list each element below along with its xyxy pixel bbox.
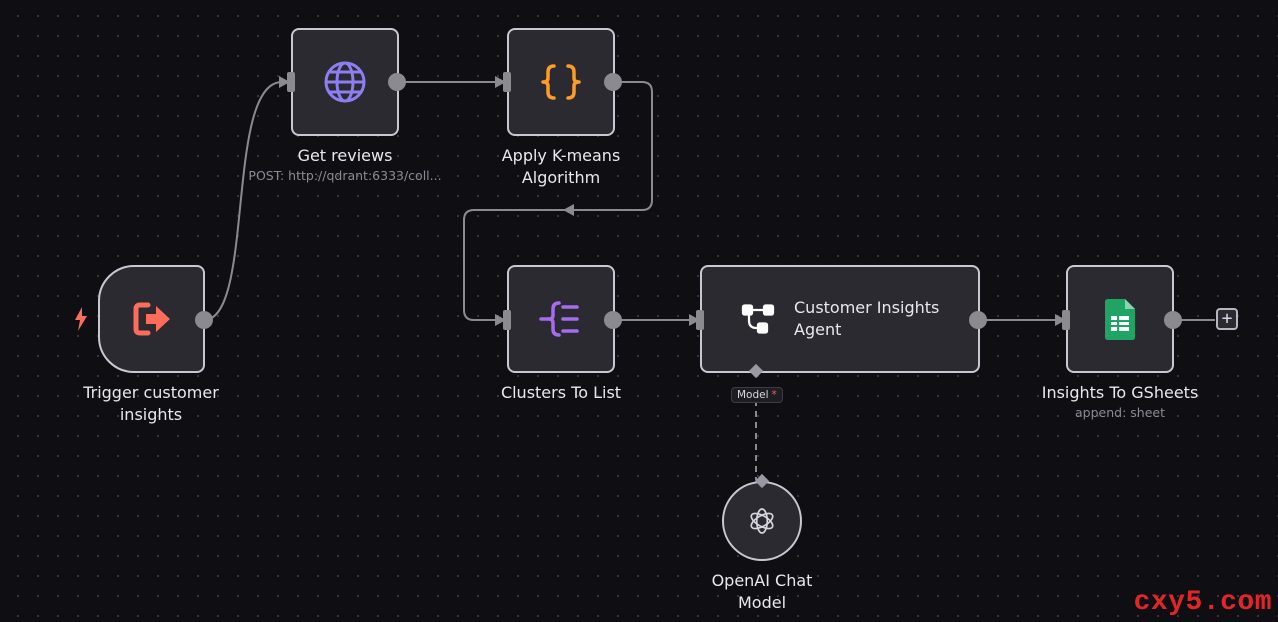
agent-input-port[interactable] <box>696 310 704 330</box>
trigger-output-port[interactable] <box>195 311 213 329</box>
customer-insights-agent-title: Customer Insights Agent <box>794 298 940 339</box>
apply-kmeans-node-label: Apply K-means Algorithm <box>501 146 621 187</box>
lightning-bolt-icon <box>75 307 87 331</box>
insights-to-gsheets-node-subtitle: append: sheet <box>1075 405 1165 420</box>
watermark-text: cxy5.com <box>1133 587 1272 618</box>
apply-kmeans-input-port[interactable] <box>503 72 511 92</box>
clusters-to-list-node-label: Clusters To List <box>500 383 622 402</box>
gsheets-input-port[interactable] <box>1062 310 1070 330</box>
trigger-node-label: Trigger customer insights <box>83 383 219 424</box>
trigger-customer-insights-node[interactable] <box>98 265 205 373</box>
openai-chat-model-node-label: OpenAI Chat Model <box>711 571 813 612</box>
gsheets-output-port[interactable] <box>1164 311 1182 329</box>
braces-icon <box>541 64 581 100</box>
openai-chat-model-node[interactable] <box>722 481 802 561</box>
customer-insights-agent-node[interactable]: Customer Insights Agent <box>700 265 980 373</box>
split-out-icon <box>539 301 579 337</box>
arrow-head <box>279 76 290 88</box>
insights-to-gsheets-node[interactable] <box>1066 265 1174 373</box>
required-asterisk: * <box>771 389 777 401</box>
apply-kmeans-output-port[interactable] <box>604 73 622 91</box>
arrow-head <box>563 204 574 216</box>
arrow-head <box>495 76 506 88</box>
arrow-head <box>689 314 700 326</box>
add-node-button[interactable]: + <box>1216 308 1238 330</box>
insights-to-gsheets-node-label: Insights To GSheets <box>1041 383 1199 402</box>
get-reviews-node[interactable] <box>291 28 399 136</box>
get-reviews-node-subtitle: POST: http://qdrant:6333/coll... <box>248 168 442 183</box>
arrow-head <box>495 314 506 326</box>
model-port-label: Model* <box>731 387 783 403</box>
openai-icon <box>750 508 774 534</box>
connection-kmeans-to-clusters[interactable] <box>463 81 653 321</box>
clusters-to-list-node[interactable] <box>507 265 615 373</box>
clusters-to-list-output-port[interactable] <box>604 311 622 329</box>
get-reviews-input-port[interactable] <box>287 72 295 92</box>
exit-arrow-icon <box>133 302 170 336</box>
agent-tree-icon <box>741 304 775 334</box>
get-reviews-output-port[interactable] <box>388 73 406 91</box>
google-sheets-icon <box>1105 299 1135 340</box>
globe-icon <box>324 61 366 103</box>
arrow-head <box>1055 314 1066 326</box>
get-reviews-node-label: Get reviews <box>297 146 393 165</box>
connection-trigger-to-get-reviews[interactable] <box>203 81 283 321</box>
apply-kmeans-node[interactable] <box>507 28 615 136</box>
agent-output-port[interactable] <box>969 311 987 329</box>
clusters-to-list-input-port[interactable] <box>503 310 511 330</box>
